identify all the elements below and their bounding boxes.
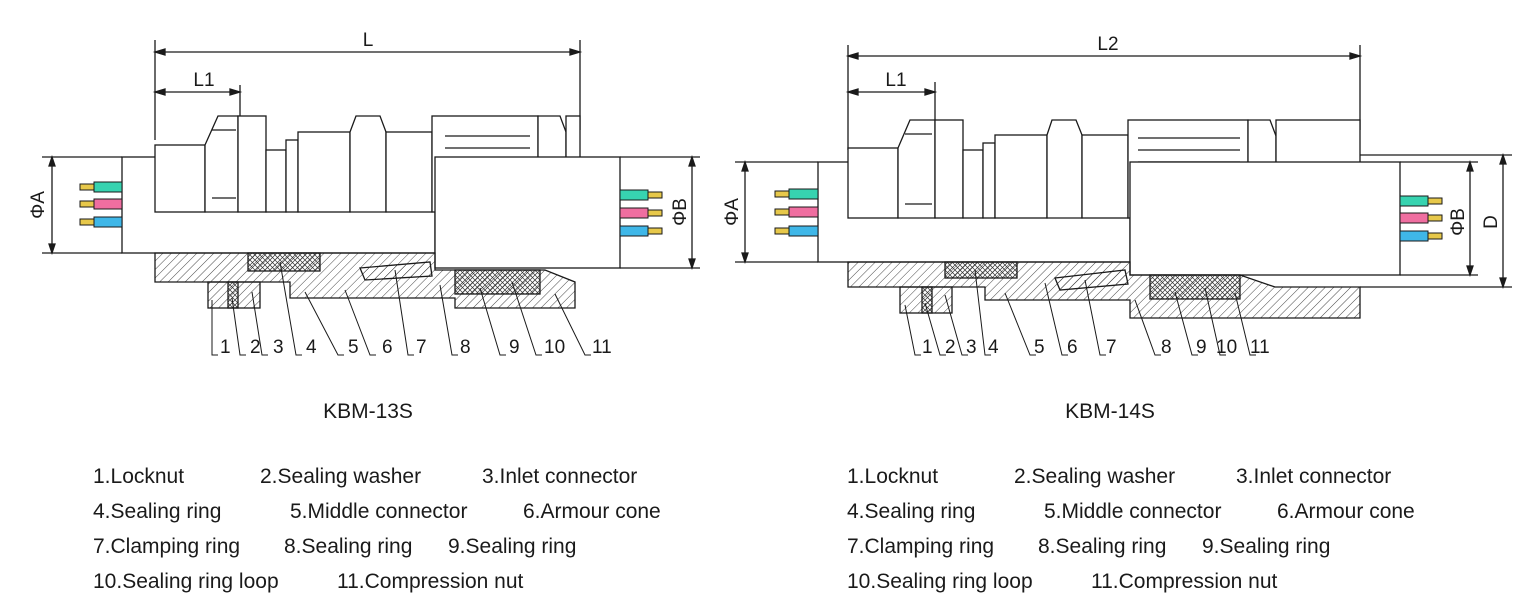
callouts-14s: 1 2 3 4 5 6 7 8 9 10 11 [922, 337, 1270, 358]
legend-item: 2.Sealing washer [1014, 465, 1176, 488]
section-13s [154, 252, 576, 309]
legend-row: 4.Sealing ring 5.Middle connector 6.Armo… [93, 494, 733, 529]
legend-14s: 1.Locknut 2.Sealing washer 3.Inlet conne… [847, 459, 1487, 599]
legend-row: 10.Sealing ring loop 11.Compression nut [847, 564, 1487, 599]
dim-label-l: L [363, 30, 374, 51]
callout-5: 5 [348, 337, 359, 358]
dimension-phi-a: ΦA [28, 154, 122, 256]
callout-7-b: 7 [1106, 337, 1117, 358]
callout-10-b: 10 [1216, 337, 1237, 358]
model-title-14s: KBM-14S [1065, 400, 1155, 423]
dimension-l1-b: L1 [845, 70, 938, 122]
leaders-13s [211, 261, 591, 356]
diagram-kbm-13s: L L1 ΦA ΦB [28, 30, 700, 356]
wires-right [619, 189, 663, 237]
callout-6-b: 6 [1067, 337, 1078, 358]
legend-row: 10.Sealing ring loop 11.Compression nut [93, 564, 733, 599]
callout-4: 4 [306, 337, 317, 358]
callout-1: 1 [220, 337, 231, 358]
legend-13s: 1.Locknut 2.Sealing washer 3.Inlet conne… [93, 459, 733, 599]
legend-item: 6.Armour cone [1277, 500, 1415, 523]
dimension-l2: L2 [845, 34, 1363, 150]
legend-item: 10.Sealing ring loop [93, 570, 279, 593]
legend-item: 9.Sealing ring [448, 535, 577, 558]
callout-11: 11 [592, 337, 612, 358]
dimension-l1: L1 [152, 70, 243, 118]
callouts-13s: 1 2 3 4 5 6 7 8 9 10 11 [220, 337, 612, 358]
dimension-phi-a-b: ΦA [722, 159, 818, 265]
legend-item: 1.Locknut [847, 465, 939, 488]
cable-right [434, 156, 621, 269]
legend-row: 1.Locknut 2.Sealing washer 3.Inlet conne… [93, 459, 733, 494]
legend-row: 4.Sealing ring 5.Middle connector 6.Armo… [847, 494, 1487, 529]
callout-3-b: 3 [966, 337, 977, 358]
callout-8: 8 [460, 337, 471, 358]
legend-item: 4.Sealing ring [93, 500, 222, 523]
legend-item: 9.Sealing ring [1202, 535, 1331, 558]
legend-row: 7.Clamping ring 8.Sealing ring 9.Sealing… [847, 529, 1487, 564]
legend-item: 10.Sealing ring loop [847, 570, 1033, 593]
legend-item: 7.Clamping ring [847, 535, 995, 558]
legend-row: 7.Clamping ring 8.Sealing ring 9.Sealing… [93, 529, 733, 564]
cable-right-b [1129, 161, 1401, 276]
dimension-d: D [1360, 152, 1512, 290]
legend-item: 3.Inlet connector [1236, 465, 1392, 488]
legend-item: 1.Locknut [93, 465, 185, 488]
legend-item: 11.Compression nut [1091, 570, 1278, 593]
dim-label-phi-a-b: ΦA [722, 198, 743, 226]
wires-right-b [1399, 195, 1443, 242]
callout-7: 7 [416, 337, 427, 358]
legend-item: 4.Sealing ring [847, 500, 976, 523]
legend-item: 3.Inlet connector [482, 465, 638, 488]
diagram-kbm-14s: L2 L1 ΦA ΦB [722, 34, 1512, 356]
callout-9-b: 9 [1196, 337, 1207, 358]
legend-item: 2.Sealing washer [260, 465, 422, 488]
dimension-phi-b: ΦB [620, 154, 700, 271]
callout-5-b: 5 [1034, 337, 1045, 358]
callout-9: 9 [509, 337, 520, 358]
dim-label-phi-b-b: ΦB [1448, 208, 1469, 236]
callout-6: 6 [382, 337, 393, 358]
dim-label-phi-b: ΦB [670, 198, 691, 226]
callout-11-b: 11 [1250, 337, 1270, 358]
callout-3: 3 [273, 337, 284, 358]
legend-row: 1.Locknut 2.Sealing washer 3.Inlet conne… [847, 459, 1487, 494]
callout-2: 2 [250, 337, 261, 358]
callout-2-b: 2 [945, 337, 956, 358]
wires-left-b [774, 188, 819, 237]
legend-item: 5.Middle connector [1044, 500, 1222, 523]
callout-1-b: 1 [922, 337, 933, 358]
dim-label-l1: L1 [193, 70, 214, 91]
dimension-phi-b-b: ΦB [1400, 159, 1478, 278]
wires-left [79, 181, 123, 228]
legend-item: 5.Middle connector [290, 500, 468, 523]
callout-10: 10 [544, 337, 565, 358]
dim-label-phi-a: ΦA [28, 191, 49, 219]
dim-label-l1-b: L1 [885, 70, 906, 91]
callout-8-b: 8 [1161, 337, 1172, 358]
legend-item: 8.Sealing ring [1038, 535, 1167, 558]
callout-4-b: 4 [988, 337, 999, 358]
legend-item: 6.Armour cone [523, 500, 661, 523]
legend-item: 7.Clamping ring [93, 535, 241, 558]
dim-label-d: D [1481, 215, 1502, 229]
leaders-14s [904, 269, 1256, 356]
dim-label-l2: L2 [1097, 34, 1118, 55]
legend-item: 11.Compression nut [337, 570, 524, 593]
model-title-13s: KBM-13S [323, 400, 413, 423]
legend-item: 8.Sealing ring [284, 535, 413, 558]
dimension-l: L [152, 30, 583, 140]
